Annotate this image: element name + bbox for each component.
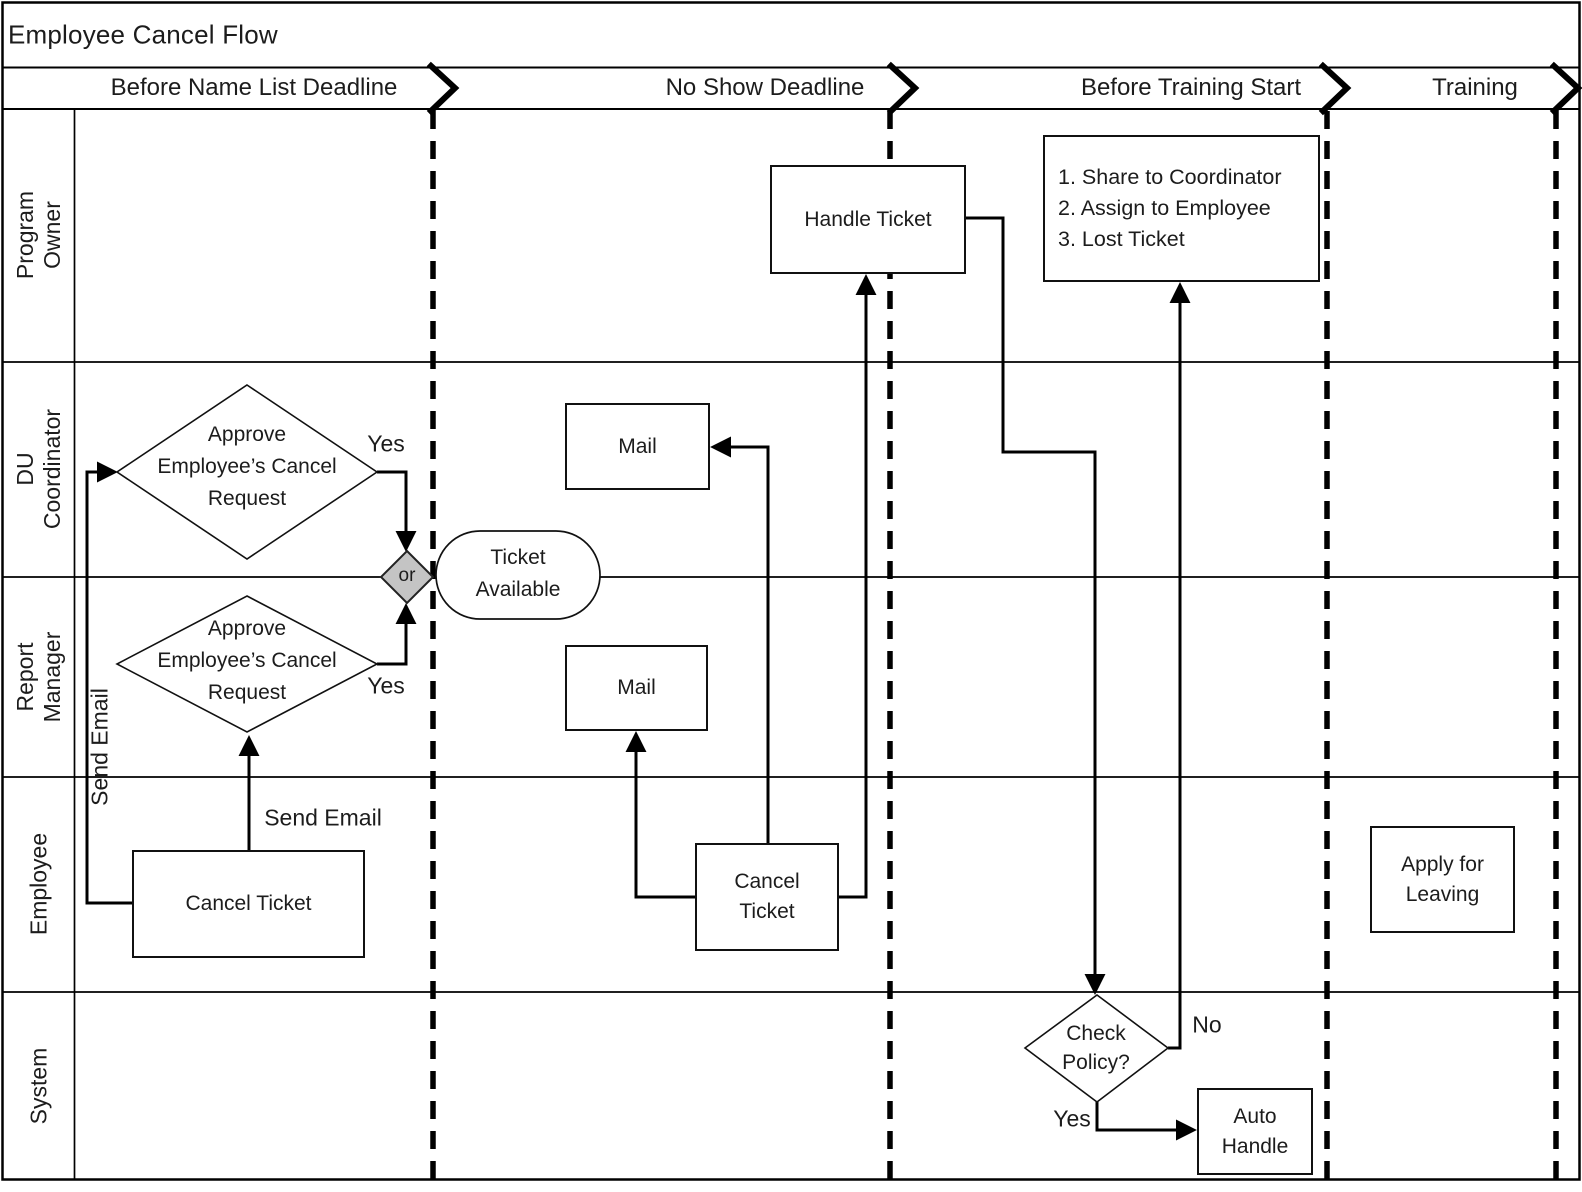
ticket-available-text: Ticket Available [475, 546, 561, 601]
edge-label-send-email: Send Email [264, 804, 382, 831]
check-policy-decision [1023, 994, 1170, 1104]
handle-ticket-node: Handle Ticket [770, 165, 966, 274]
phase-chevron-icon [426, 61, 1582, 116]
connector-check-policy-no-to-owner-options [1168, 282, 1191, 1050]
cancel-ticket-noshow-node: Cancel Ticket [695, 843, 839, 951]
approve-request-du-decision [115, 384, 379, 560]
lane-label-program-owner: Program Owner [12, 190, 65, 280]
diagram-title: Employee Cancel Flow [8, 19, 278, 50]
edge-label-yes-policy: Yes [1053, 1105, 1091, 1132]
auto-handle-node: Auto Handle [1197, 1088, 1313, 1175]
connector-check-policy-yes-to-auto-handle [1095, 1102, 1197, 1141]
mail-du-node: Mail [565, 403, 710, 490]
connector-handle-ticket-to-check-policy [966, 216, 1106, 995]
edge-label-yes-du: Yes [367, 430, 405, 457]
cancel-ticket-employee-node: Cancel Ticket [132, 850, 365, 958]
connector-approve-rm-yes-to-or [377, 603, 417, 666]
lane-label-system: System [25, 1047, 52, 1125]
connector-approve-du-yes-to-or [377, 470, 417, 552]
connector-cancel2-to-handle-ticket [839, 274, 877, 899]
connector-cancel2-to-mail-rm [625, 731, 695, 899]
or-gate-text: or [398, 565, 416, 586]
edge-label-yes-rm: Yes [367, 672, 405, 699]
ticket-available-terminator [435, 530, 601, 620]
or-gate [379, 549, 435, 605]
approve-request-rm-text: Approve Employee’s Cancel Request [157, 617, 337, 704]
phase-header-before-training-start: Before Training Start [1080, 74, 1302, 101]
connector-cancel2-to-mail-du [710, 436, 770, 843]
edge-label-no-policy: No [1192, 1011, 1222, 1038]
mail-rm-node: Mail [565, 645, 708, 731]
lane-label-employee: Employee [25, 832, 52, 936]
edge-label-send-email-vertical: Send Email [86, 688, 113, 806]
approve-request-du-text: Approve Employee’s Cancel Request [157, 423, 337, 510]
lane-label-du-coordinator: DU Coordinator [12, 408, 65, 530]
phase-header-training: Training [1432, 74, 1518, 101]
lane-label-report-manager: Report Manager [12, 631, 65, 723]
connector-cancel1-to-approve-du [85, 461, 132, 905]
phase-header-before-name-list-deadline: Before Name List Deadline [110, 74, 398, 101]
owner-actions-list-node: 1. Share to Coordinator 2. Assign to Emp… [1043, 135, 1320, 282]
check-policy-text: Check Policy? [1062, 1022, 1130, 1074]
phase-header-no-show-deadline: No Show Deadline [665, 74, 865, 101]
lane-separator-lines [2, 361, 1580, 993]
apply-for-leaving-node: Apply for Leaving [1370, 826, 1515, 933]
approve-request-rm-decision [115, 595, 379, 733]
